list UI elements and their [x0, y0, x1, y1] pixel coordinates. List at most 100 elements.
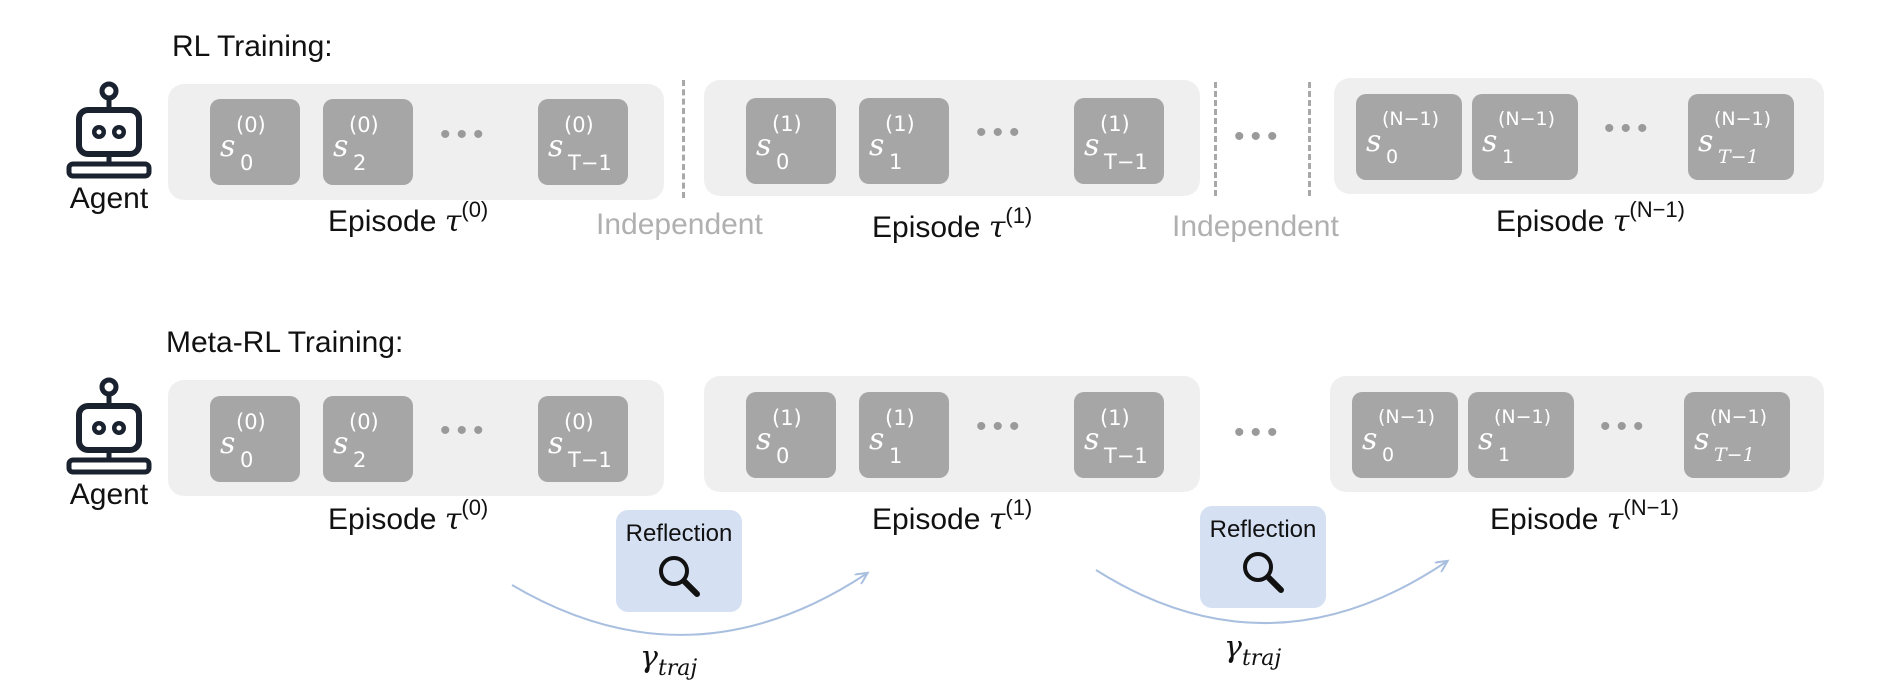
state-symbol: s [1362, 422, 1378, 457]
state-sub: T−1 [1718, 146, 1759, 168]
rl-episode-0-box: s (0) 0 s (0) 2 ••• s (0) T−1 [168, 84, 664, 200]
state-symbol: s [1478, 422, 1494, 457]
meta-episode-0-box: s (0) 0 s (0) 2 ••• s (0) T−1 [168, 380, 664, 496]
rl-episode-1-box: s (1) 0 s (1) 1 ••• s (1) T−1 [704, 80, 1200, 196]
rl-divider-1 [682, 80, 685, 198]
state-symbol: s [1366, 124, 1382, 159]
rl-between-ellipsis: ••• [1234, 120, 1284, 153]
meta-state-n-0: s (N−1) 0 [1352, 392, 1458, 478]
reflection-label: Reflection [1209, 516, 1317, 543]
state-symbol: s [756, 128, 772, 163]
state-sub: 2 [353, 151, 367, 175]
state-sub: 0 [776, 444, 790, 468]
rl-episode-1-label: Episode τ(1) [872, 203, 1032, 245]
state-sub: T−1 [1104, 444, 1148, 468]
meta-episode-1-label: Episode τ(1) [872, 495, 1032, 537]
gamma-sub: traj [657, 656, 698, 681]
rl-agent-label: Agent [69, 182, 149, 215]
state-sup: (1) [1100, 406, 1130, 430]
rl-state-0-0: s (0) 0 [210, 99, 300, 185]
tau-symbol: τ [444, 204, 462, 239]
state-sup: (N−1) [1710, 406, 1768, 428]
state-sup: (0) [349, 113, 379, 137]
episode-sup: (1) [1005, 203, 1033, 228]
state-symbol: s [869, 422, 885, 457]
robot-icon [66, 377, 152, 475]
episode-sup: (0) [461, 197, 489, 222]
state-symbol: s [220, 426, 236, 461]
state-sub: 1 [889, 150, 903, 174]
gamma-symbol: γ [640, 640, 658, 675]
state-symbol: s [1482, 124, 1498, 159]
state-sub: 1 [889, 444, 903, 468]
state-sup: (N−1) [1382, 108, 1440, 130]
episode-word: Episode [328, 503, 437, 536]
state-sup: (N−1) [1498, 108, 1556, 130]
rl-ellipsis-n: ••• [1604, 112, 1654, 145]
state-sup: (0) [236, 113, 266, 137]
rl-ellipsis-1: ••• [976, 116, 1026, 149]
meta-ellipsis-n: ••• [1600, 410, 1650, 443]
state-sup: (1) [885, 406, 915, 430]
state-sub: 0 [240, 448, 254, 472]
state-symbol: s [1084, 128, 1100, 163]
state-sub: T−1 [568, 448, 612, 472]
meta-rl-training-title: Meta-RL Training: [166, 326, 404, 359]
state-sup: (0) [236, 410, 266, 434]
tau-symbol: τ [1606, 502, 1624, 537]
meta-agent-label: Agent [69, 478, 149, 511]
state-sub: 0 [240, 151, 254, 175]
rl-divider-2 [1214, 82, 1217, 196]
rl-episode-0-label: Episode τ(0) [328, 197, 488, 239]
episode-word: Episode [872, 211, 981, 244]
meta-state-0-1: s (0) 2 [323, 396, 413, 482]
rl-episode-n-label: Episode τ(N−1) [1496, 197, 1685, 239]
state-symbol: s [869, 128, 885, 163]
state-sub: 0 [776, 150, 790, 174]
magnifier-icon [659, 556, 700, 597]
gamma-sub: traj [1241, 646, 1282, 671]
meta-agent: Agent [54, 376, 164, 512]
reflection-box-2: Reflection [1200, 506, 1326, 608]
state-sup: (1) [772, 112, 802, 136]
rl-state-0-2: s (0) T−1 [538, 99, 628, 185]
state-sup: (1) [1100, 112, 1130, 136]
reflection-arrow-1 [511, 574, 866, 636]
tau-symbol: τ [988, 210, 1006, 245]
rl-training-title: RL Training: [172, 30, 333, 63]
state-sup: (N−1) [1494, 406, 1552, 428]
state-sub: T−1 [568, 151, 612, 175]
meta-episode-n-box: s (N−1) 0 s (N−1) 1 ••• s (N−1) T−1 [1330, 376, 1824, 492]
state-sup: (0) [564, 410, 594, 434]
state-symbol: s [1694, 422, 1710, 457]
state-sup: (0) [564, 113, 594, 137]
state-sub: 0 [1386, 146, 1399, 168]
state-symbol: s [333, 129, 349, 164]
meta-state-0-0: s (0) 0 [210, 396, 300, 482]
meta-episode-n-label: Episode τ(N−1) [1490, 495, 1679, 537]
rl-state-1-2: s (1) T−1 [1074, 98, 1164, 184]
rl-state-n-2: s (N−1) T−1 [1688, 94, 1794, 180]
reflection-label: Reflection [625, 520, 733, 547]
state-sub: 0 [1382, 444, 1395, 466]
rl-ellipsis-0: ••• [440, 118, 490, 151]
rl-independent-label-1: Independent [596, 208, 763, 241]
state-sub: T−1 [1104, 150, 1148, 174]
robot-icon [66, 81, 152, 179]
episode-word: Episode [1496, 205, 1605, 238]
meta-episode-1-box: s (1) 0 s (1) 1 ••• s (1) T−1 [704, 376, 1200, 492]
meta-state-1-0: s (1) 0 [746, 392, 836, 478]
rl-divider-3 [1308, 82, 1311, 196]
episode-word: Episode [1490, 503, 1599, 536]
meta-state-1-1: s (1) 1 [859, 392, 949, 478]
state-sup: (0) [349, 410, 379, 434]
meta-state-n-2: s (N−1) T−1 [1684, 392, 1790, 478]
gamma-traj-label-2: γtraj [1224, 630, 1281, 671]
magnifier-icon [1243, 552, 1284, 593]
state-symbol: s [756, 422, 772, 457]
state-symbol: s [548, 426, 564, 461]
tau-symbol: τ [444, 502, 462, 537]
rl-agent: Agent [54, 80, 164, 216]
meta-ellipsis-0: ••• [440, 414, 490, 447]
